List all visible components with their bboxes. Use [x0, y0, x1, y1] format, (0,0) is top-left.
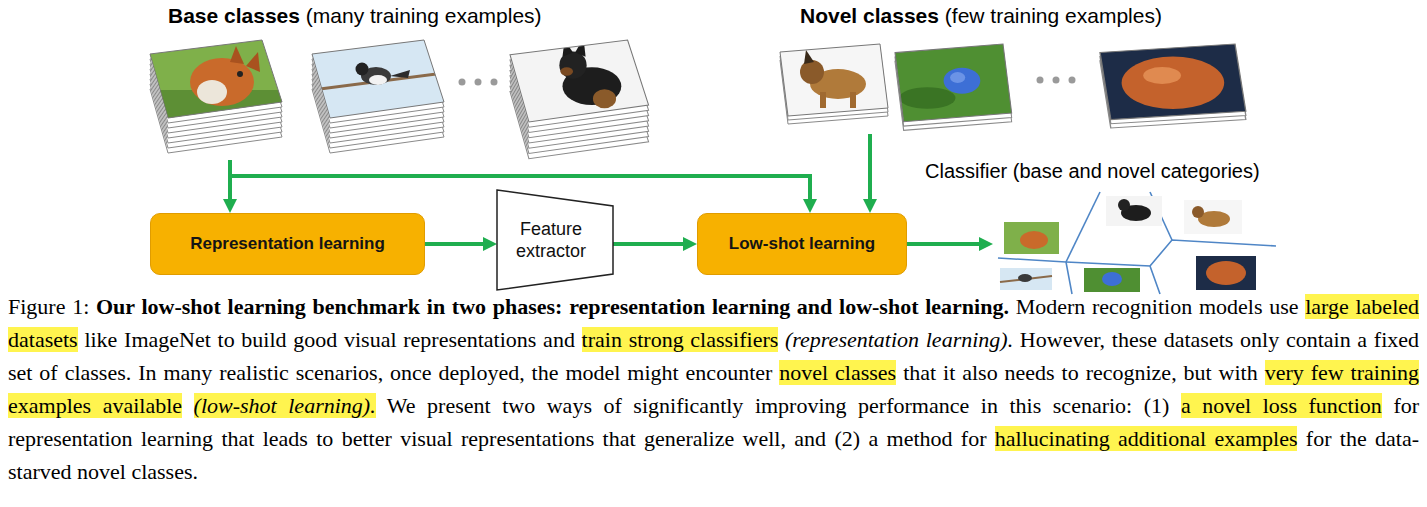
- feature-extractor-trapezoid: Feature extractor: [497, 190, 613, 290]
- flow-arrow: [613, 242, 683, 246]
- text-block: Representation learning: [180, 234, 395, 254]
- caption-run: train strong classifiers: [582, 327, 779, 352]
- novel-image-picture: [780, 44, 890, 124]
- panel-heading: Classifier (base and novel categories): [925, 160, 1260, 182]
- group-subheading: (few training examples): [945, 4, 1162, 27]
- text-block: Classifier (base and novel categories): [925, 160, 1212, 183]
- caption-run: Figure 1:: [8, 294, 89, 319]
- group-subheading: (many training examples): [306, 4, 542, 27]
- image-stack-picture: [510, 38, 657, 159]
- caption-run: a novel loss function: [1181, 393, 1382, 418]
- caption-run: We present two ways of significantly imp…: [387, 393, 1170, 418]
- trapezoid-outline: [497, 190, 613, 290]
- caption-run: hallucinating additional examples: [995, 426, 1298, 451]
- process-box: Representation learning: [150, 213, 425, 275]
- image-stack-picture: [312, 40, 452, 153]
- novel-image-picture: [1100, 44, 1249, 128]
- text-block: Base classes (many training examples): [168, 4, 678, 28]
- text-block: Feature extractor: [505, 218, 597, 263]
- caption-run: like ImageNet to build good visual repre…: [84, 327, 575, 352]
- text-block: Novel classes (few training examples): [800, 4, 1270, 28]
- caption-run: novel classes: [779, 360, 896, 385]
- group-heading: Novel classes: [800, 4, 939, 27]
- image-stack: Base classes(many training examples): [150, 40, 660, 160]
- node-label: Representation learning: [190, 234, 385, 253]
- caption-run: that it also needs to recognize, but wit…: [903, 360, 1258, 385]
- caption-run: (low-shot learning).: [194, 393, 376, 418]
- node-label: Low-shot learning: [729, 234, 875, 253]
- caption-run: Modern recognition models use: [1016, 294, 1299, 319]
- image-stack-picture: [150, 40, 290, 153]
- caption-run: Our low-shot learning benchmark in two p…: [96, 294, 1009, 319]
- flow-arrow: [425, 242, 483, 246]
- image-stack: Novel classes(few training examples): [780, 42, 1250, 134]
- text-block: Low-shot learning: [719, 234, 885, 254]
- flow-arrow: [868, 134, 872, 199]
- caption-run: (representation learning).: [785, 327, 1013, 352]
- novel-image-picture: [895, 44, 1014, 130]
- flow-arrow: [907, 242, 979, 246]
- group-heading: Base classes: [168, 4, 300, 27]
- classifier-panel: Classifier (base and novel categories): [993, 190, 1280, 290]
- process-box: Low-shot learning: [697, 213, 907, 275]
- node-label: Feature extractor: [516, 219, 586, 262]
- figure-caption: Figure 1: Our low-shot learning benchmar…: [8, 290, 1419, 488]
- classifier-picture: [998, 192, 1276, 294]
